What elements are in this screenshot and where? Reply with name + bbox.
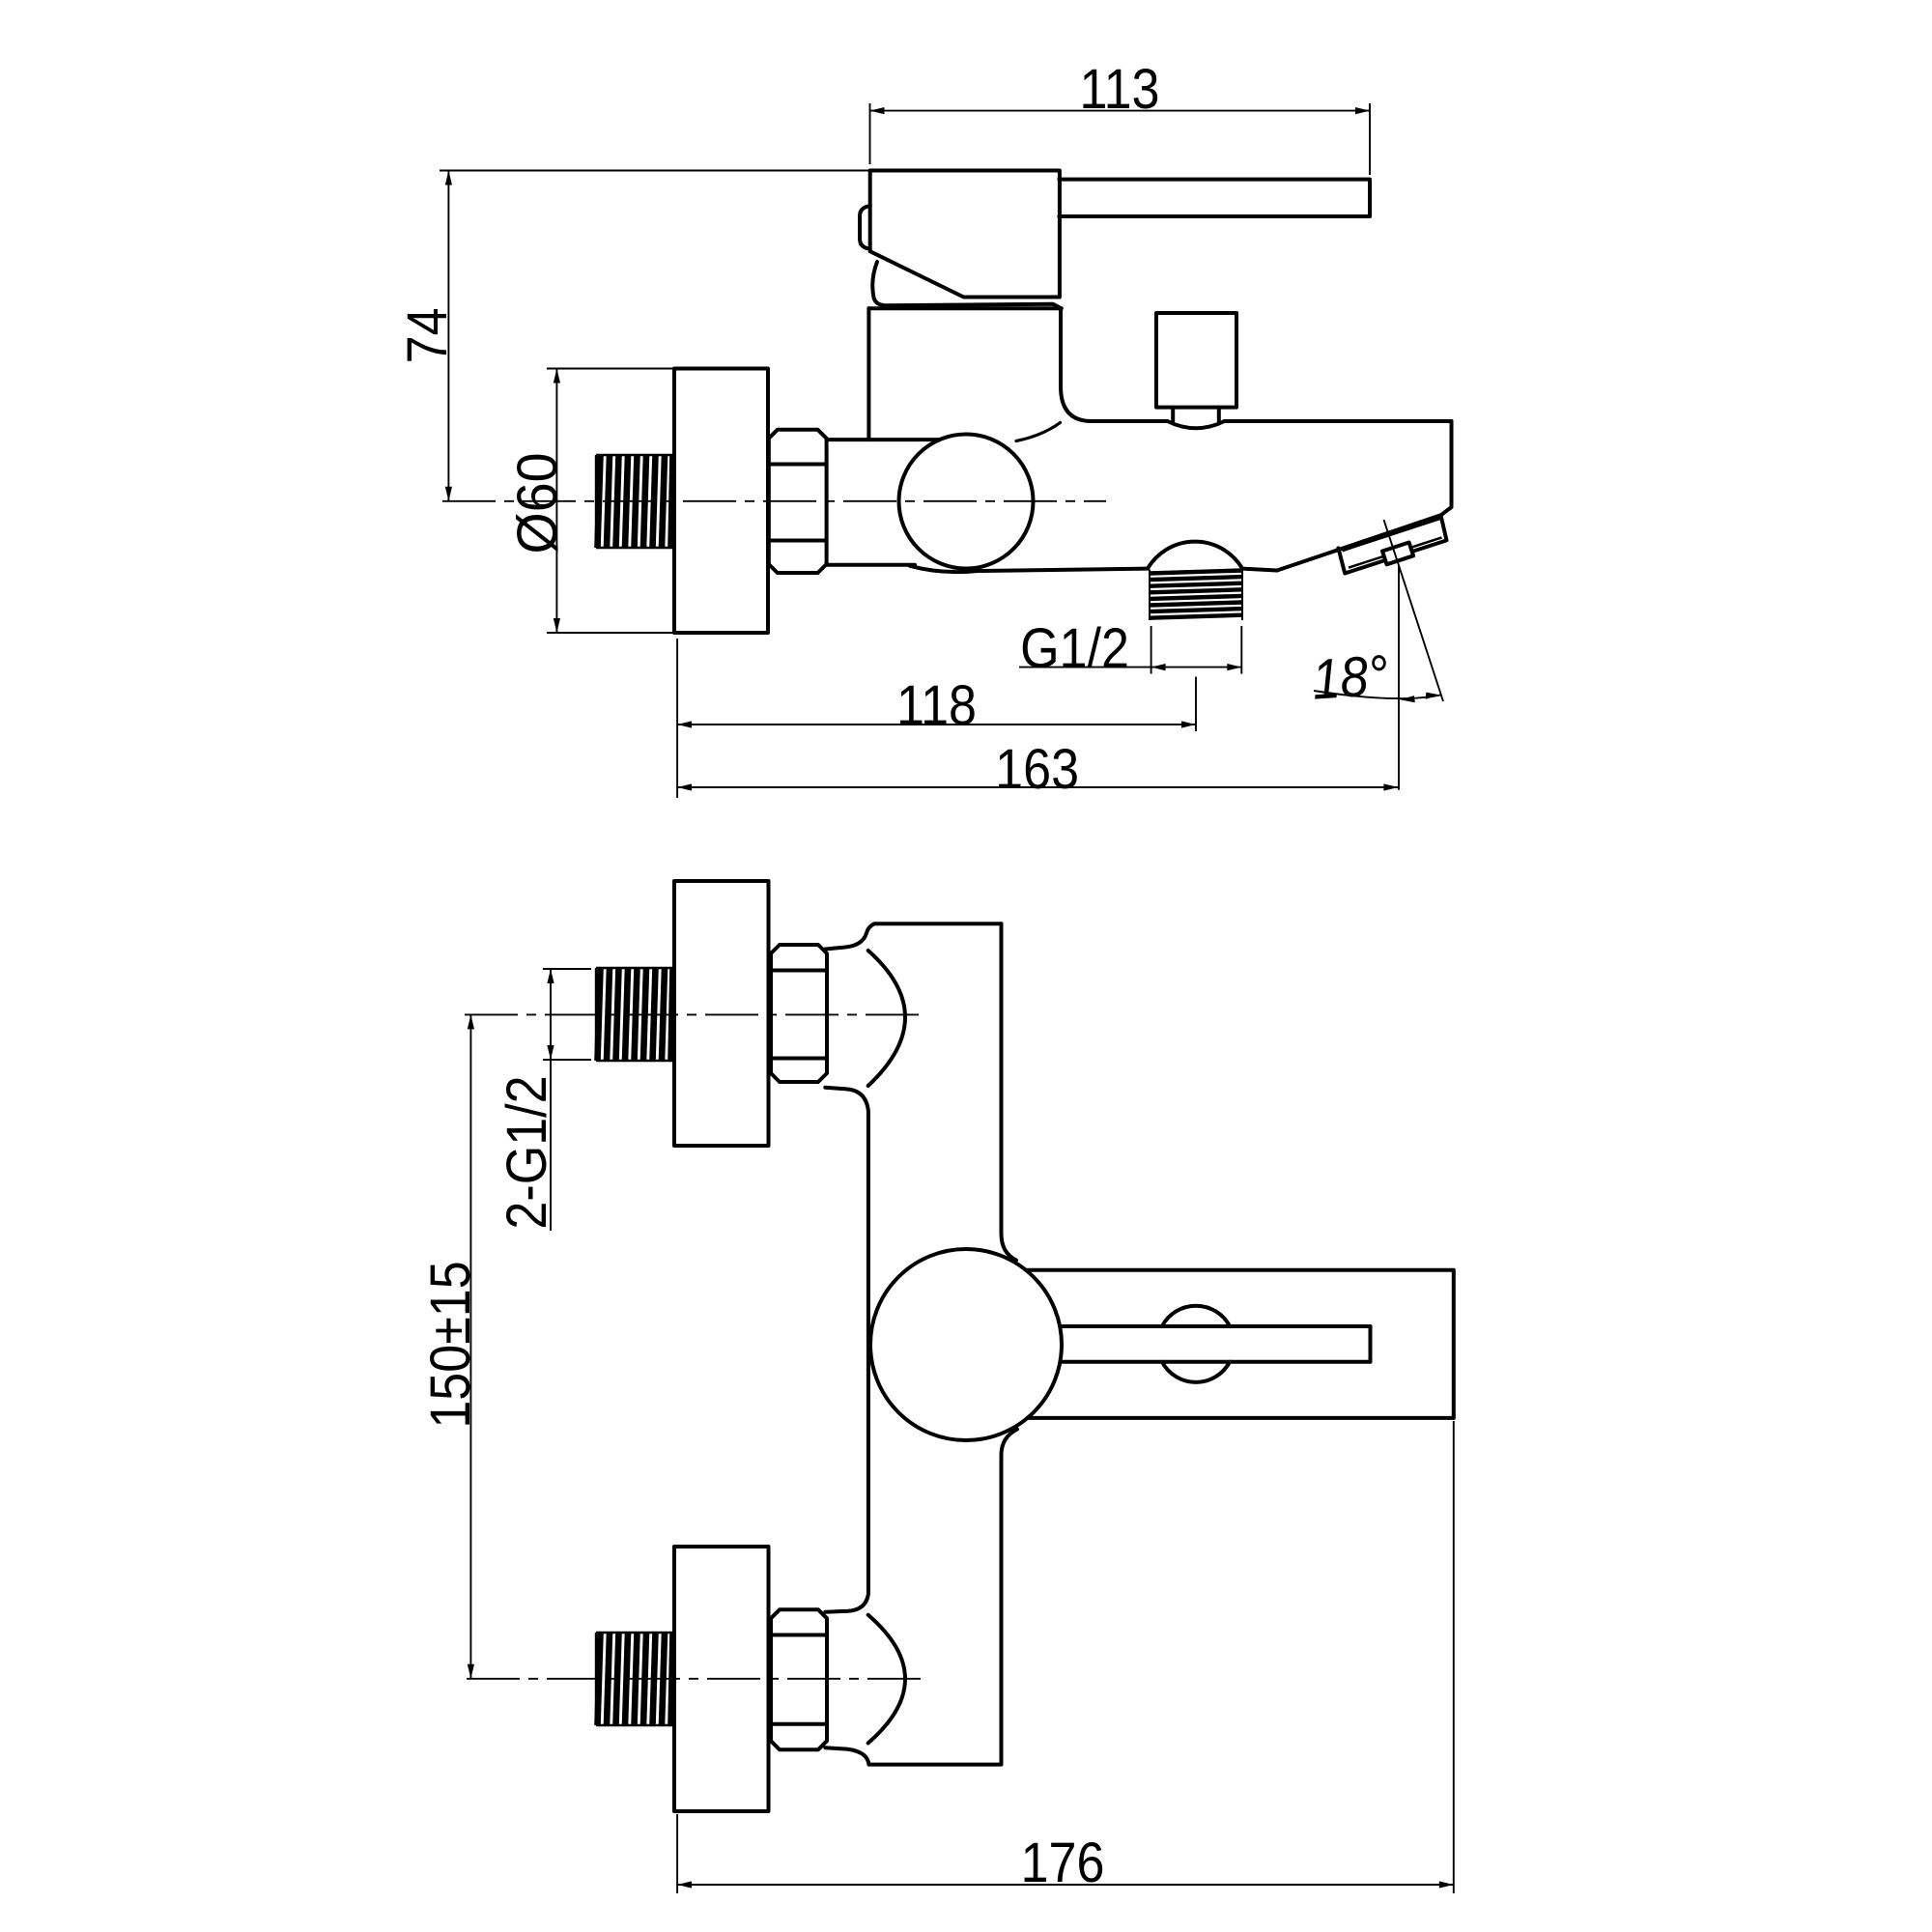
svg-text:74: 74 (395, 307, 458, 363)
svg-text:18°: 18° (1310, 643, 1390, 712)
svg-text:Ø60: Ø60 (506, 452, 570, 554)
svg-text:2-G1/2: 2-G1/2 (495, 1075, 557, 1229)
svg-text:150±15: 150±15 (418, 1261, 481, 1428)
svg-text:176: 176 (1021, 1831, 1105, 1893)
svg-text:118: 118 (896, 673, 977, 736)
svg-text:G1/2: G1/2 (1020, 616, 1129, 679)
svg-text:113: 113 (1080, 57, 1160, 120)
svg-text:163: 163 (995, 737, 1079, 800)
